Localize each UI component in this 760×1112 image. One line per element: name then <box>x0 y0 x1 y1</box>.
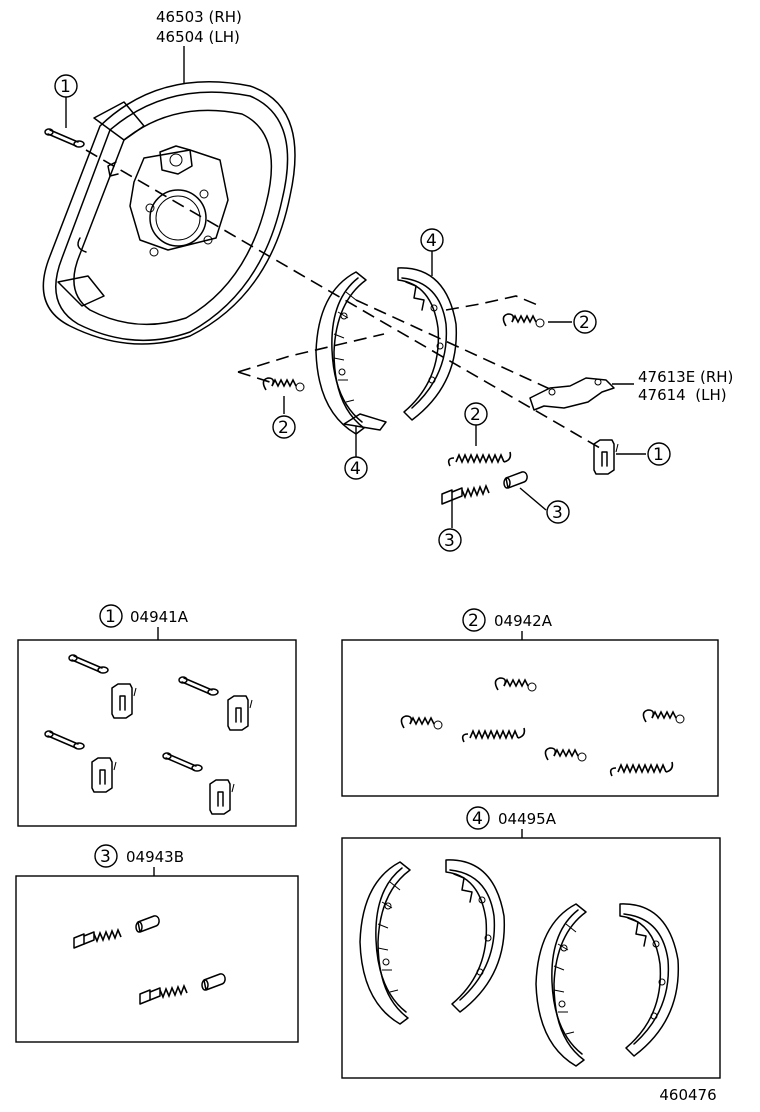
return-spring-upper: 2 <box>445 295 597 334</box>
svg-text:3: 3 <box>100 847 111 867</box>
svg-text:1: 1 <box>60 77 71 97</box>
svg-text:4: 4 <box>426 231 437 251</box>
kit-4-part: 04495A <box>498 810 557 828</box>
kit-1: 1 04941A <box>17 604 297 827</box>
svg-text:4: 4 <box>472 809 483 829</box>
lever-part-rh: 47613E (RH) <box>638 368 733 386</box>
svg-text:2: 2 <box>468 611 479 631</box>
kit-4: 4 04495A <box>341 806 721 1079</box>
backing-plate <box>42 80 296 345</box>
backing-plate-part-lh: 46504 (LH) <box>156 28 240 46</box>
lever-part-lh: 47614 (LH) <box>638 386 727 404</box>
kit-2-part: 04942A <box>494 612 553 630</box>
diagram-id: 460476 <box>659 1086 716 1104</box>
svg-text:1: 1 <box>653 445 664 465</box>
return-spring-left: 2 <box>237 333 385 439</box>
shoe-callout-bottom: 4 <box>344 426 368 480</box>
kit-3-part: 04943B <box>126 848 184 866</box>
pin-callout-right: 1 <box>593 439 671 475</box>
kit-2: 2 04942A <box>341 608 719 797</box>
svg-text:2: 2 <box>278 418 289 438</box>
brake-shoe-assembly <box>315 267 458 435</box>
svg-text:1: 1 <box>105 607 116 627</box>
svg-text:3: 3 <box>552 503 563 523</box>
svg-text:3: 3 <box>444 531 455 551</box>
shoe-callout-top: 4 <box>420 228 444 276</box>
pin-callout-top: 1 <box>44 74 85 148</box>
adjuster-assembly: 3 3 <box>438 471 570 552</box>
kit-1-part: 04941A <box>130 608 189 626</box>
svg-text:2: 2 <box>579 313 590 333</box>
kit-3: 3 04943B <box>15 844 299 1043</box>
svg-text:2: 2 <box>470 405 481 425</box>
adjusting-spring: 2 <box>447 402 512 467</box>
assembly-line-lever <box>355 299 553 391</box>
parking-brake-lever: 47613E (RH) 47614 (LH) <box>529 368 733 411</box>
backing-plate-part-rh: 46503 (RH) <box>156 8 242 26</box>
svg-text:4: 4 <box>350 459 361 479</box>
